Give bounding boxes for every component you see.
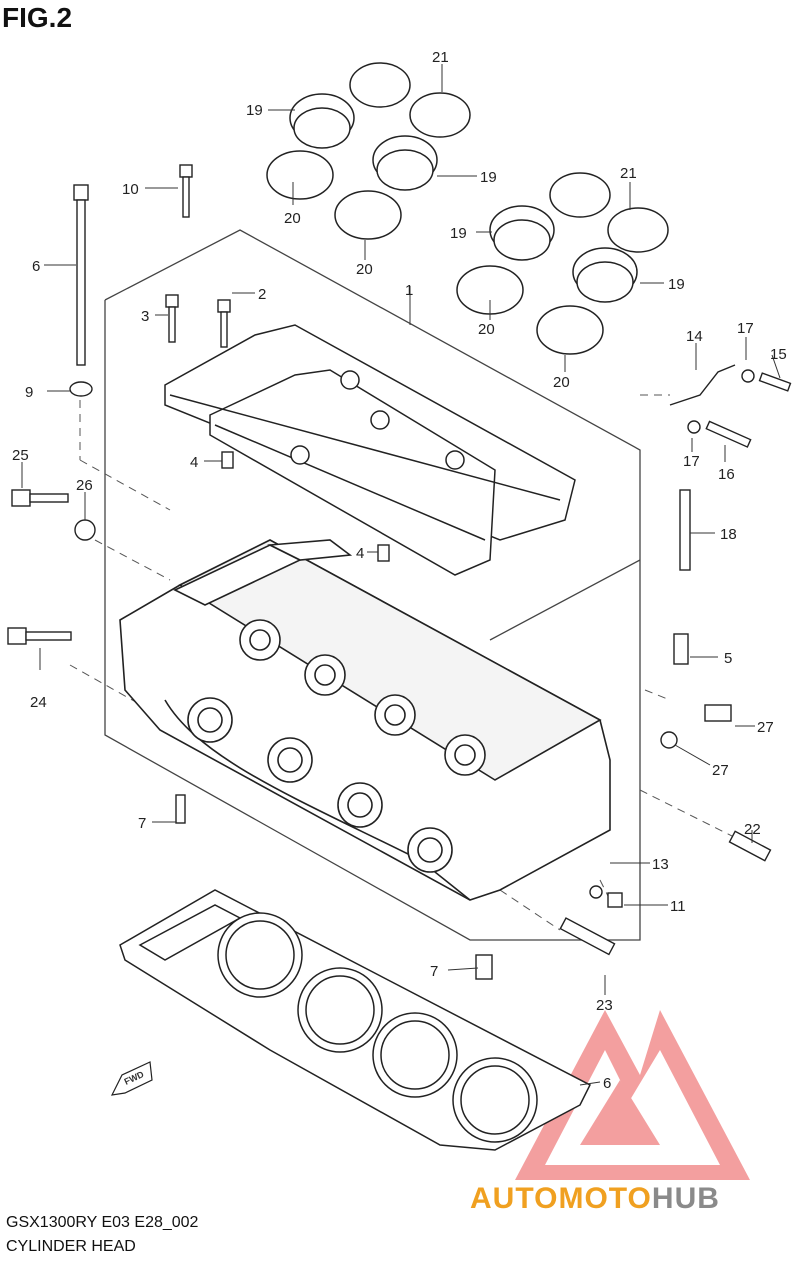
callout-labels-extra: 27 7 6 xyxy=(430,762,729,1092)
callout-16: 16 xyxy=(718,466,735,483)
callout-26: 27 xyxy=(757,719,774,736)
callout-18: 18 xyxy=(720,526,737,543)
figure-title: FIG.2 xyxy=(2,2,73,33)
callout-15: 15 xyxy=(770,346,787,363)
model-code-caption: GSX1300RY E03 E28_002 xyxy=(6,1214,199,1231)
head-covers xyxy=(164,324,576,576)
callout-25: 26 xyxy=(76,477,93,494)
callout-22-bottom: 23 xyxy=(596,997,613,1014)
callout-11: 11 xyxy=(670,898,686,915)
callout-21-right: 21 xyxy=(620,165,637,182)
callout-7-label: 7 xyxy=(430,963,438,980)
callout-4-b: 4 xyxy=(356,545,364,562)
assembly-frame xyxy=(104,229,641,941)
callout-27-label: 27 xyxy=(712,762,729,779)
callout-labels: 21 19 19 20 20 10 6 21 19 19 20 20 1 2 3… xyxy=(12,49,787,1014)
callout-23: 24 xyxy=(30,694,47,711)
callout-12: 10 xyxy=(122,181,139,198)
intake-joints xyxy=(289,93,638,303)
bolts xyxy=(7,164,792,980)
callout-13: 13 xyxy=(652,856,669,873)
callout-8: 7 xyxy=(138,815,146,832)
callout-17-a: 17 xyxy=(737,320,754,337)
head-gasket xyxy=(119,889,592,1151)
callout-19-d: 19 xyxy=(668,276,685,293)
cylinder-head-body xyxy=(119,539,611,901)
callout-17-b: 17 xyxy=(683,453,700,470)
callout-10: 9 xyxy=(25,384,33,401)
callout-1: 1 xyxy=(405,282,413,299)
watermark-part2: HUB xyxy=(651,1182,720,1215)
callout-20-c: 20 xyxy=(478,321,495,338)
watermark-part1: AUTOMOTO xyxy=(470,1182,652,1215)
callout-5: 5 xyxy=(724,650,732,667)
callout-leaders xyxy=(21,64,781,1086)
callout-3: 3 xyxy=(141,308,149,325)
watermark-logo xyxy=(515,1010,750,1180)
callout-19-c: 19 xyxy=(450,225,467,242)
callout-6-label: 6 xyxy=(603,1075,611,1092)
section-name-caption: CYLINDER HEAD xyxy=(6,1238,136,1255)
fwd-arrow: FWD xyxy=(110,1061,153,1096)
callout-19-a: 19 xyxy=(246,102,263,119)
watermark-text: AUTOMOTOHUB xyxy=(470,1182,720,1216)
callout-20-d: 20 xyxy=(553,374,570,391)
callout-20-a: 20 xyxy=(284,210,301,227)
callout-4-a: 4 xyxy=(190,454,198,471)
callout-19-b: 19 xyxy=(480,169,497,186)
callout-14: 14 xyxy=(686,328,703,345)
callout-20-b: 20 xyxy=(356,261,373,278)
clamps xyxy=(266,62,669,355)
callout-9: 6 xyxy=(32,258,40,275)
callout-22-right: 22 xyxy=(744,821,761,838)
callout-21-top: 21 xyxy=(432,49,449,66)
callout-2: 2 xyxy=(258,286,266,303)
callout-24: 25 xyxy=(12,447,29,464)
